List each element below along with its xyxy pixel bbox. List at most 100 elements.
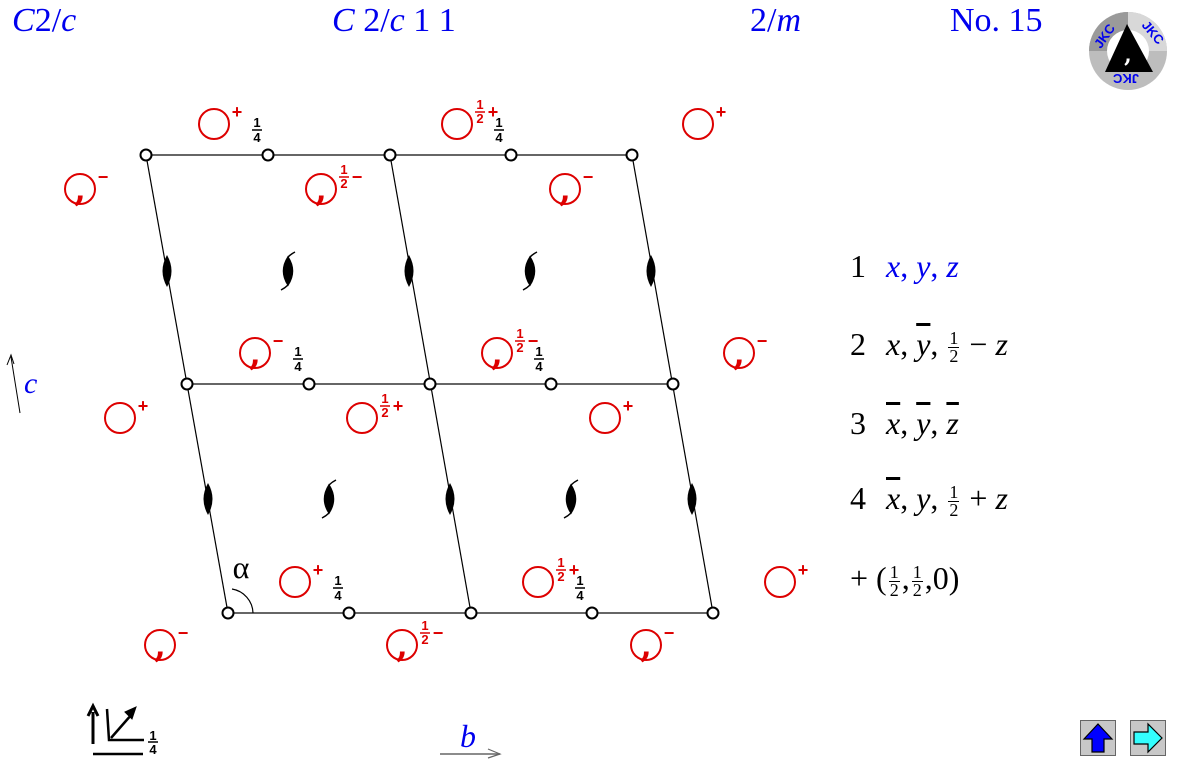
svg-text:2: 2 [381, 405, 388, 420]
position-circle-icon: + [589, 396, 633, 434]
inversion-center-icon [666, 377, 680, 391]
frac-den: 2 [949, 346, 959, 367]
b-axis-label: b [460, 718, 476, 754]
screw-axis-icon [563, 479, 579, 519]
svg-text:1: 1 [535, 344, 542, 359]
op-number: 4 [850, 480, 866, 516]
svg-text:1: 1 [334, 573, 341, 588]
svg-text:1: 1 [253, 115, 260, 130]
c-axis-arrow-icon [10, 356, 21, 414]
op-number: 2 [850, 326, 866, 362]
logo-text-bottom: JKC [1112, 71, 1139, 86]
symbol-two: 2/ [34, 2, 62, 39]
position-circle-icon: + [764, 560, 809, 598]
screw-axis-icon [321, 479, 337, 519]
position-comma-icon: ,− [630, 623, 675, 666]
position-comma-icon: ,− [144, 623, 188, 666]
svg-text:,: , [396, 626, 408, 666]
twofold-axis-icon [445, 483, 455, 515]
symbol-letter: C [12, 2, 35, 39]
inversion-center-icon [383, 148, 397, 162]
twofold-axis-icon [404, 255, 414, 287]
height-sign: + [232, 102, 243, 122]
centering-suffix: ,0) [924, 560, 960, 596]
inversion-center-icon [544, 377, 558, 391]
inversion-center-icon [625, 148, 639, 162]
height-sign: − [757, 331, 768, 351]
svg-text:4: 4 [576, 588, 584, 603]
next-button[interactable] [1130, 720, 1166, 756]
frac-den: 2 [949, 500, 959, 521]
frac-num: 1 [948, 328, 960, 349]
point-group: 2/m [750, 2, 801, 40]
op-z: z [995, 326, 1008, 362]
position-circle-icon: 12+14 [522, 555, 585, 603]
height-legend-icon [86, 702, 144, 756]
height-sign: − [583, 167, 594, 187]
twofold-axis-icon [162, 255, 172, 287]
height-sign: − [98, 167, 109, 187]
svg-text:,: , [315, 170, 327, 210]
inversion-center-icon [706, 606, 720, 620]
op-sign: + [961, 480, 996, 516]
twofold-axes [162, 255, 697, 515]
svg-text:1: 1 [294, 344, 301, 359]
up-button[interactable] [1080, 720, 1116, 756]
height-sign: − [433, 623, 444, 643]
op-z: z [946, 248, 959, 284]
screw-axis-icon [280, 251, 296, 291]
svg-text:4: 4 [535, 359, 543, 374]
position-circle-icon: + [682, 102, 726, 140]
height-sign: + [798, 560, 809, 580]
svg-text:4: 4 [334, 588, 342, 603]
inversion-center-icon [342, 606, 356, 620]
frac-num: 1 [948, 482, 960, 503]
frac-den: 2 [889, 580, 899, 601]
space-group-number: No. 15 [950, 2, 1043, 39]
svg-text:,: , [154, 626, 166, 666]
position-comma-icon: ,−14 [239, 331, 303, 374]
frac-den: 2 [912, 580, 922, 601]
svg-text:1: 1 [476, 97, 483, 112]
twofold-axis-icon [203, 483, 213, 515]
svg-text:4: 4 [294, 359, 302, 374]
inversion-center-icon [585, 606, 599, 620]
position-circle-icon: +14 [198, 102, 262, 145]
frac-num: 1 [888, 562, 900, 583]
position-comma-icon: ,− [549, 167, 594, 210]
height-sign: + [313, 560, 324, 580]
svg-text:2: 2 [340, 176, 347, 191]
svg-text:1: 1 [576, 573, 583, 588]
pg-m: m [776, 2, 802, 39]
logo-triangle-icon [1105, 24, 1153, 72]
svg-text:2: 2 [476, 111, 483, 126]
height-sign: − [664, 623, 675, 643]
pg-two: 2/ [750, 2, 777, 39]
inversion-center-icon [464, 606, 478, 620]
height-sign: − [273, 331, 284, 351]
jkc-logo[interactable]: , JKC JKC JKC [1087, 10, 1169, 92]
height-sign: + [488, 102, 499, 122]
svg-text:1: 1 [557, 555, 564, 570]
inversion-center-icon [221, 606, 235, 620]
full-letter: C [332, 2, 355, 39]
op-z-bar: z [946, 405, 959, 441]
op-y: y [916, 248, 931, 284]
short-symbol: C2/c [12, 2, 76, 40]
general-positions: +1412+14+,−,12−,−,−14,12−14,−+12+++1412+… [64, 97, 809, 666]
position-comma-icon: ,12−14 [481, 326, 544, 374]
op-z: z [995, 480, 1008, 516]
alpha-label: α [233, 549, 250, 585]
position-comma-icon: ,− [64, 167, 109, 210]
height-sign: + [393, 396, 404, 416]
inversion-center-icon [504, 148, 518, 162]
inversion-center-icon [302, 377, 316, 391]
position-comma-icon: ,12− [386, 618, 444, 666]
